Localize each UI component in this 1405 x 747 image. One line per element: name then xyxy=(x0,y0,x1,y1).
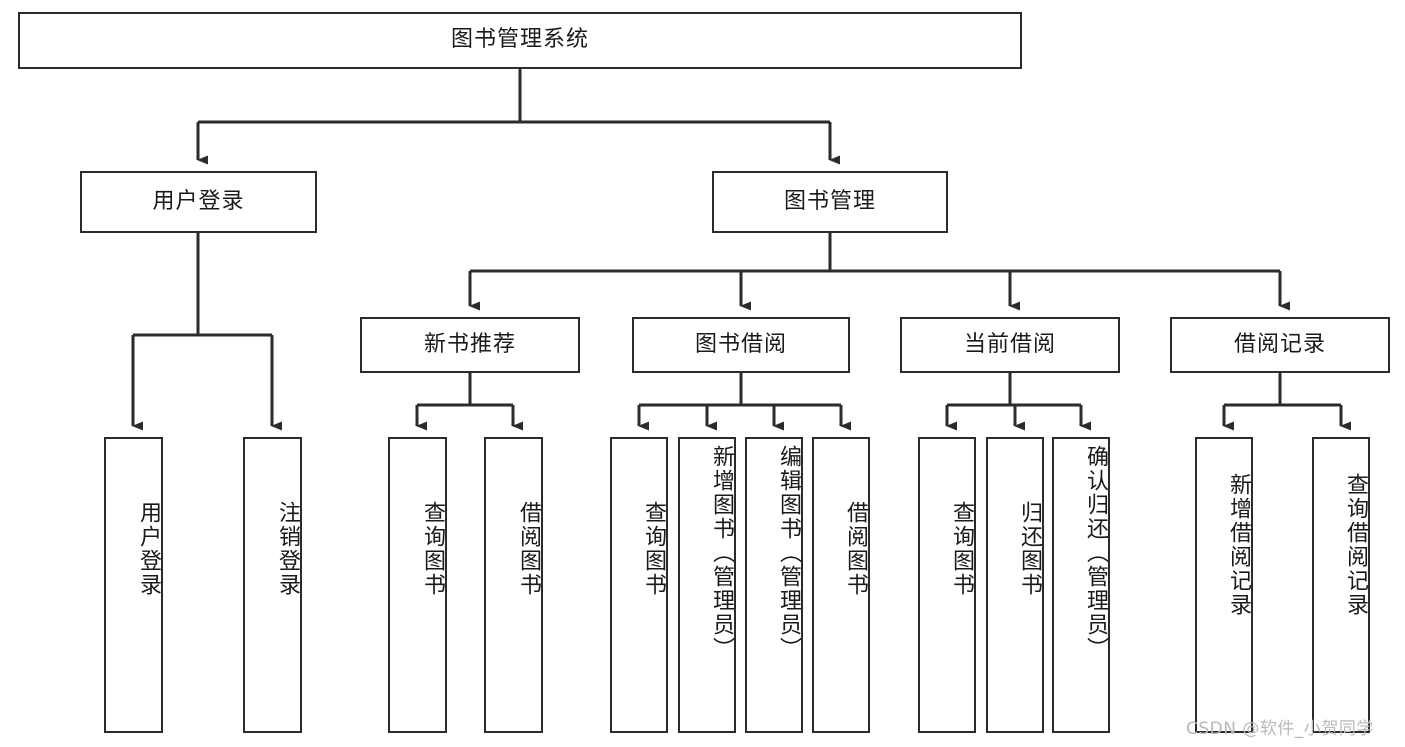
node-leaf-confirm-return[interactable]: 确认归还（管理员） xyxy=(1052,437,1110,733)
node-new-book-recommend[interactable]: 新书推荐 xyxy=(360,317,580,373)
leaf-label: 注销登录 xyxy=(275,501,300,597)
node-leaf-return-book[interactable]: 归还图书 xyxy=(986,437,1044,733)
node-leaf-add-book[interactable]: 新增图书（管理员） xyxy=(678,437,736,733)
leaf-label: 确认归还（管理员） xyxy=(1083,445,1108,661)
watermark-text: CSDN @软件_小贺同学 xyxy=(1186,719,1374,739)
node-leaf-edit-book[interactable]: 编辑图书（管理员） xyxy=(745,437,803,733)
leaf-label: 查询图书 xyxy=(641,501,666,597)
node-leaf-query-record[interactable]: 查询借阅记录 xyxy=(1312,437,1370,733)
node-leaf-borrow-book-2[interactable]: 借阅图书 xyxy=(812,437,870,733)
leaf-label: 新增图书（管理员） xyxy=(709,445,734,661)
node-leaf-borrow-book-1[interactable]: 借阅图书 xyxy=(484,437,543,733)
node-leaf-query-book-1[interactable]: 查询图书 xyxy=(388,437,447,733)
leaf-label: 查询图书 xyxy=(949,501,974,597)
node-user-login[interactable]: 用户登录 xyxy=(80,171,317,233)
leaf-label: 归还图书 xyxy=(1017,501,1042,597)
node-leaf-query-book-2[interactable]: 查询图书 xyxy=(610,437,668,733)
node-book-borrow[interactable]: 图书借阅 xyxy=(632,317,850,373)
leaf-label: 借阅图书 xyxy=(516,501,541,597)
node-root[interactable]: 图书管理系统 xyxy=(18,12,1022,69)
leaf-label: 查询图书 xyxy=(420,501,445,597)
leaf-label: 用户登录 xyxy=(136,501,161,597)
leaf-label: 编辑图书（管理员） xyxy=(776,445,801,661)
leaf-label: 新增借阅记录 xyxy=(1226,473,1251,617)
leaf-label: 借阅图书 xyxy=(843,501,868,597)
node-leaf-query-book-3[interactable]: 查询图书 xyxy=(918,437,976,733)
leaf-label: 查询借阅记录 xyxy=(1343,473,1368,617)
node-current-borrow[interactable]: 当前借阅 xyxy=(900,317,1120,373)
node-leaf-user-login[interactable]: 用户登录 xyxy=(104,437,163,733)
node-book-management[interactable]: 图书管理 xyxy=(712,171,948,233)
node-leaf-add-record[interactable]: 新增借阅记录 xyxy=(1195,437,1253,733)
node-leaf-logout[interactable]: 注销登录 xyxy=(243,437,302,733)
node-borrow-records[interactable]: 借阅记录 xyxy=(1170,317,1390,373)
